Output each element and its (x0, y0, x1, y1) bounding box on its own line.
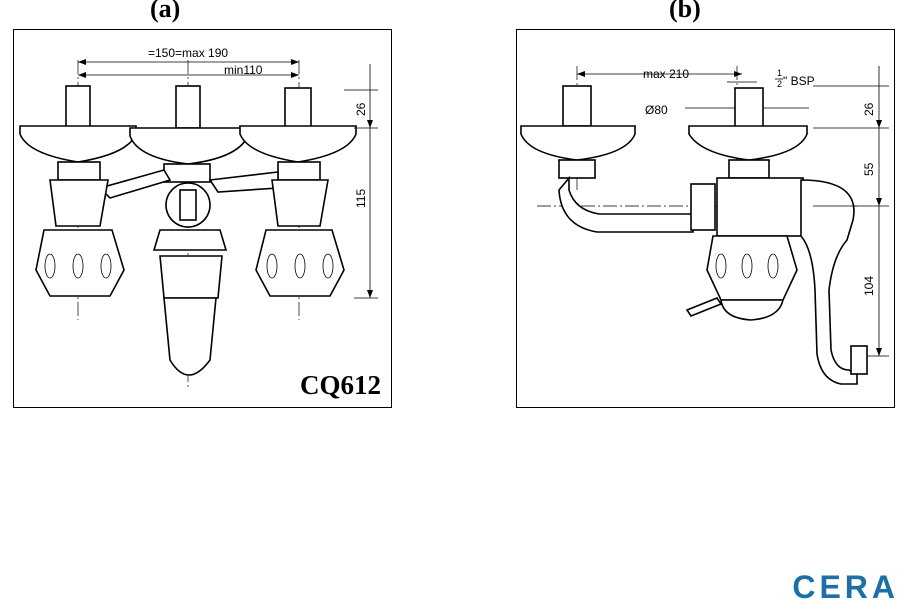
faucet-side-view: max 210 1 2 " BSP Ø80 (520, 66, 889, 385)
dim-height-low-b: 104 (862, 276, 876, 296)
dim-spacing-top: =150=max 190 (148, 46, 228, 60)
dim-height-body-a: 115 (354, 189, 368, 208)
dim-height-mid-b: 55 (862, 162, 876, 176)
dim-thread-num: 1 (777, 68, 782, 78)
dim-thread-den: 2 (777, 79, 782, 89)
dim-spacing-bottom: min110 (224, 63, 263, 77)
brand-logo: CERA (792, 569, 899, 605)
dim-height-cap-b: 26 (862, 102, 876, 116)
dim-height-cap-a: 26 (354, 102, 368, 116)
dim-flange-diameter: Ø80 (645, 103, 668, 117)
dim-thread-unit: " BSP (783, 74, 815, 88)
panel-label-a: (a) (150, 0, 181, 23)
dim-reach: max 210 (643, 67, 689, 81)
faucet-front-view: =150=max 190 min110 (19, 46, 378, 390)
model-code: CQ612 (300, 370, 381, 400)
drawing-frame-a: =150=max 190 min110 (13, 29, 392, 408)
panel-label-b: (b) (669, 0, 701, 23)
drawing-frame-b: max 210 1 2 " BSP Ø80 (516, 29, 895, 408)
